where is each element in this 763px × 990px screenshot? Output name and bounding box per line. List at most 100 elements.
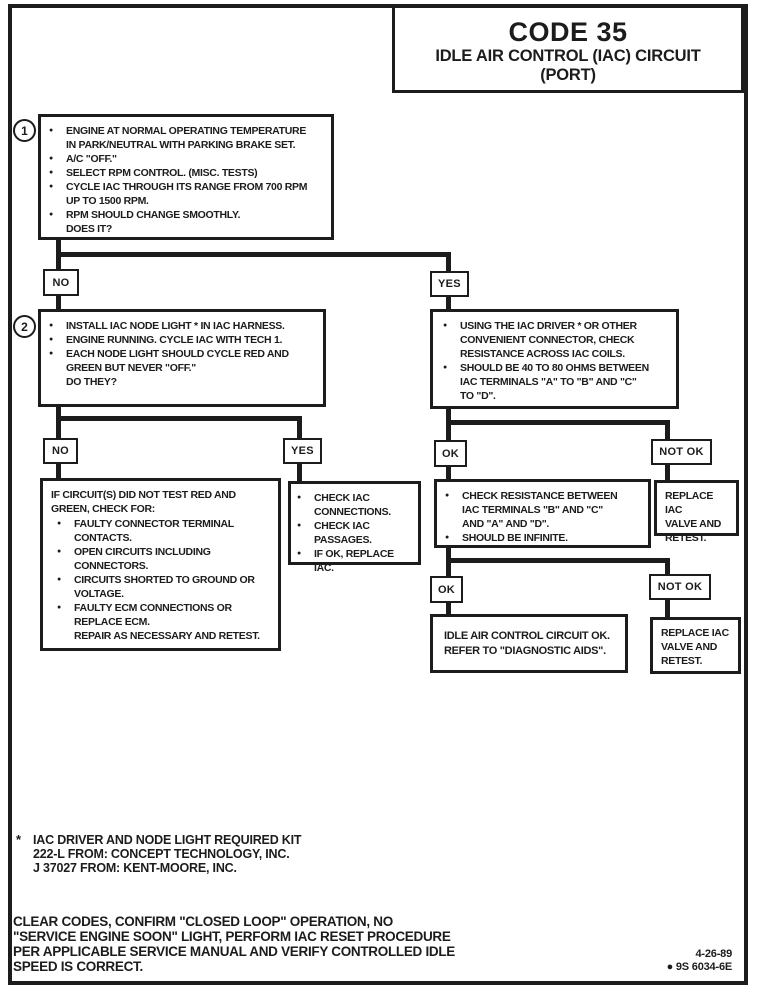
header-box: CODE 35 IDLE AIR CONTROL (IAC) CIRCUIT (… <box>392 5 744 93</box>
fault-item-text: FAULTY ECM CONNECTIONS OR REPLACE ECM. R… <box>74 602 260 642</box>
flow-box-replace-iac-2: REPLACE IAC VALVE AND RETEST. <box>650 617 741 674</box>
footer-instructions: CLEAR CODES, CONFIRM "CLOSED LOOP" OPERA… <box>13 914 455 974</box>
page-border <box>8 4 748 985</box>
infinite-check-item-text: SHOULD BE INFINITE. <box>462 532 568 544</box>
list-item: ● RPM SHOULD CHANGE SMOOTHLY. DOES IT? <box>49 208 328 236</box>
doc-date: 4-26-89 <box>695 948 732 960</box>
list-item: ● CHECK RESISTANCE BETWEEN IAC TERMINALS… <box>445 489 645 531</box>
bullet-icon: ● <box>49 155 53 162</box>
bullet-icon: ● <box>57 520 61 527</box>
bullet-icon: ● <box>49 336 53 343</box>
fault-check-heading: IF CIRCUIT(S) DID NOT TEST RED AND GREEN… <box>51 489 236 515</box>
doc-reference: 4-26-89 ● 9S 6034-6E <box>666 948 733 973</box>
step2-item-text: INSTALL IAC NODE LIGHT * IN IAC HARNESS. <box>66 320 285 332</box>
list-item: ● SHOULD BE INFINITE. <box>445 531 645 545</box>
list-item: ● CYCLE IAC THROUGH ITS RANGE FROM 700 R… <box>49 180 328 208</box>
bullet-icon: ● <box>49 183 53 190</box>
list-item: ● IF OK, REPLACE IAC. <box>297 547 415 575</box>
list-item: ● ENGINE AT NORMAL OPERATING TEMPERATURE… <box>49 124 328 152</box>
list-item: ● INSTALL IAC NODE LIGHT * IN IAC HARNES… <box>49 319 320 333</box>
list-item: ● CHECK IAC CONNECTIONS. <box>297 491 415 519</box>
step1-item-text: CYCLE IAC THROUGH ITS RANGE FROM 700 RPM… <box>66 181 308 207</box>
step2-item-text: ENGINE RUNNING. CYCLE IAC WITH TECH 1. <box>66 334 283 346</box>
bullet-icon: ● <box>445 492 449 499</box>
connector-infinite-branch-horizontal <box>446 558 670 563</box>
connector-step1-branch-horizontal <box>56 252 451 257</box>
list-item: ● EACH NODE LIGHT SHOULD CYCLE RED AND G… <box>49 347 320 389</box>
doc-code: ● 9S 6034-6E <box>666 960 733 973</box>
bullet-icon: ● <box>297 522 301 529</box>
bullet-icon: ● <box>57 548 61 555</box>
list-item: ● CHECK IAC PASSAGES. <box>297 519 415 547</box>
list-item: ● USING THE IAC DRIVER * OR OTHER CONVEN… <box>443 319 673 361</box>
bullet-icon: ● <box>49 169 53 176</box>
decision-label-notok-1: NOT OK <box>651 439 712 465</box>
fault-item-text: FAULTY CONNECTOR TERMINAL CONTACTS. <box>74 518 234 544</box>
step2-item-text: EACH NODE LIGHT SHOULD CYCLE RED AND GRE… <box>66 348 289 388</box>
flow-box-iac-check: ● CHECK IAC CONNECTIONS. ● CHECK IAC PAS… <box>288 481 421 574</box>
connector-step2-branch-horizontal <box>56 416 302 421</box>
list-item: ● CIRCUITS SHORTED TO GROUND OR VOLTAGE. <box>57 573 275 601</box>
infinite-check-item-text: CHECK RESISTANCE BETWEEN IAC TERMINALS "… <box>462 490 618 530</box>
flow-box-circuit-ok: IDLE AIR CONTROL CIRCUIT OK. REFER TO "D… <box>430 614 628 673</box>
flow-box-fault-check: IF CIRCUIT(S) DID NOT TEST RED AND GREEN… <box>40 478 281 651</box>
resistance-item-text: SHOULD BE 40 TO 80 OHMS BETWEEN IAC TERM… <box>460 362 649 402</box>
bullet-icon: ● <box>443 364 447 371</box>
decision-label-yes-1: YES <box>430 271 469 297</box>
flow-box-resistance-check: ● USING THE IAC DRIVER * OR OTHER CONVEN… <box>430 309 679 409</box>
bullet-icon: ● <box>49 211 53 218</box>
step1-item-text: RPM SHOULD CHANGE SMOOTHLY. DOES IT? <box>66 209 241 235</box>
fault-item-text: CIRCUITS SHORTED TO GROUND OR VOLTAGE. <box>74 574 255 600</box>
flow-box-infinite-check: ● CHECK RESISTANCE BETWEEN IAC TERMINALS… <box>434 479 651 548</box>
iac-check-item-text: IF OK, REPLACE IAC. <box>314 548 394 574</box>
step-marker-1: 1 <box>13 119 36 142</box>
bullet-icon: ● <box>57 576 61 583</box>
step1-item-text: A/C "OFF." <box>66 153 117 165</box>
fault-item-text: OPEN CIRCUITS INCLUDING CONNECTORS. <box>74 546 211 572</box>
bullet-icon: ● <box>57 604 61 611</box>
replace-iac-2-text: REPLACE IAC VALVE AND RETEST. <box>661 627 729 667</box>
bullet-icon: ● <box>443 322 447 329</box>
flow-box-replace-iac-1: REPLACE IAC VALVE AND RETEST. <box>654 480 739 544</box>
footnote-line: IAC DRIVER AND NODE LIGHT REQUIRED KIT <box>33 833 302 847</box>
decision-label-no-2: NO <box>43 438 78 464</box>
page-title: CODE 35 <box>508 17 628 47</box>
page-subtitle-port: (PORT) <box>540 66 596 84</box>
bullet-icon: ● <box>49 127 53 134</box>
list-item: ● FAULTY ECM CONNECTIONS OR REPLACE ECM.… <box>57 601 275 643</box>
decision-label-ok-2: OK <box>430 576 463 603</box>
connector-resistance-branch-horizontal <box>446 420 670 425</box>
footnote: * IAC DRIVER AND NODE LIGHT REQUIRED KIT… <box>16 832 302 876</box>
asterisk-icon: * <box>16 832 21 847</box>
list-item: ● SHOULD BE 40 TO 80 OHMS BETWEEN IAC TE… <box>443 361 673 403</box>
circuit-ok-text: IDLE AIR CONTROL CIRCUIT OK. REFER TO "D… <box>444 630 610 657</box>
iac-check-item-text: CHECK IAC PASSAGES. <box>314 520 372 546</box>
bullet-icon: ● <box>297 550 301 557</box>
step1-item-text: SELECT RPM CONTROL. (MISC. TESTS) <box>66 167 258 179</box>
list-item: ● ENGINE RUNNING. CYCLE IAC WITH TECH 1. <box>49 333 320 347</box>
decision-label-ok-1: OK <box>434 440 467 467</box>
bullet-icon: ● <box>297 494 301 501</box>
footnote-line: J 37027 FROM: KENT-MOORE, INC. <box>33 861 237 875</box>
list-item: ● SELECT RPM CONTROL. (MISC. TESTS) <box>49 166 328 180</box>
step-marker-2: 2 <box>13 315 36 338</box>
footnote-line: 222-L FROM: CONCEPT TECHNOLOGY, INC. <box>33 847 290 861</box>
page-subtitle: IDLE AIR CONTROL (IAC) CIRCUIT <box>435 47 701 65</box>
step-marker-2-label: 2 <box>21 319 28 334</box>
iac-check-item-text: CHECK IAC CONNECTIONS. <box>314 492 391 518</box>
decision-label-notok-2: NOT OK <box>649 574 711 600</box>
list-item: ● OPEN CIRCUITS INCLUDING CONNECTORS. <box>57 545 275 573</box>
decision-label-yes-2: YES <box>283 438 322 464</box>
flow-box-step1: ● ENGINE AT NORMAL OPERATING TEMPERATURE… <box>38 114 334 240</box>
list-item: ● A/C "OFF." <box>49 152 328 166</box>
decision-label-no-1: NO <box>43 269 79 296</box>
bullet-icon: ● <box>49 322 53 329</box>
list-item: ● FAULTY CONNECTOR TERMINAL CONTACTS. <box>57 517 275 545</box>
bullet-icon: ● <box>445 534 449 541</box>
flow-box-step2: ● INSTALL IAC NODE LIGHT * IN IAC HARNES… <box>38 309 326 407</box>
resistance-item-text: USING THE IAC DRIVER * OR OTHER CONVENIE… <box>460 320 637 360</box>
bullet-icon: ● <box>49 350 53 357</box>
replace-iac-1-text: REPLACE IAC VALVE AND RETEST. <box>665 490 722 544</box>
step1-item-text: ENGINE AT NORMAL OPERATING TEMPERATURE I… <box>66 125 307 151</box>
